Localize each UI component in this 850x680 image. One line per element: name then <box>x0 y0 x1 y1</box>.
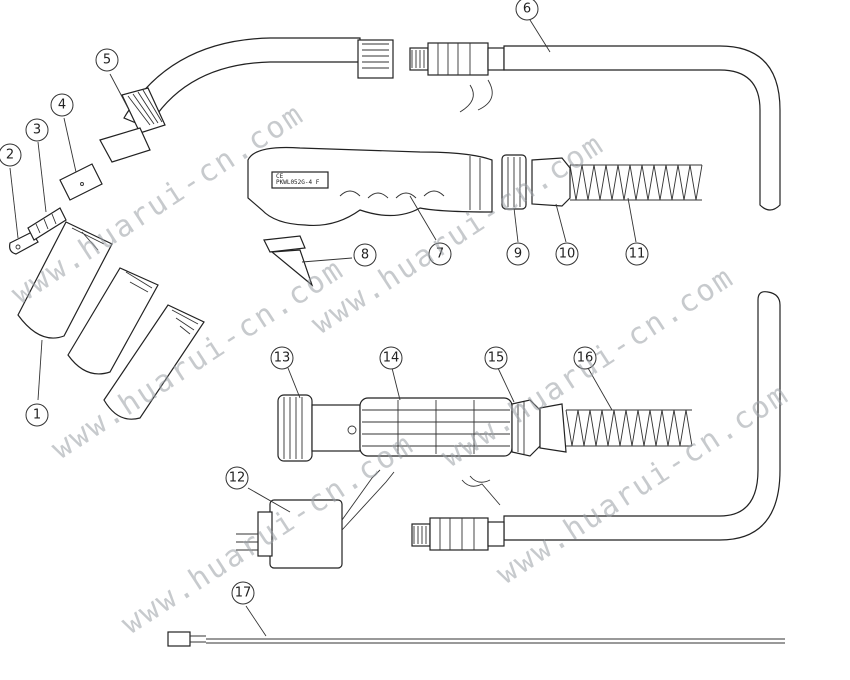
callout-label: 17 <box>235 586 252 601</box>
watermark-text: www.huarui-cn.com <box>115 427 420 642</box>
callout-label: 9 <box>514 247 522 262</box>
callout-label: 6 <box>523 2 531 17</box>
callout-3: 3 <box>25 118 49 142</box>
callout-label: 4 <box>58 98 66 113</box>
callout-label: 1 <box>33 408 41 423</box>
callout-label: 12 <box>229 471 246 486</box>
spring-part-11 <box>569 164 703 201</box>
nozzle-part-1 <box>17 221 205 420</box>
tip-holder-part-3 <box>27 207 67 241</box>
callout-label: 7 <box>436 247 444 262</box>
switch-part-12 <box>236 469 395 569</box>
callout-14: 14 <box>379 346 403 370</box>
callout-2: 2 <box>0 143 22 167</box>
callout-label: 16 <box>577 351 594 366</box>
callout-12: 12 <box>225 466 249 490</box>
callout-15: 15 <box>484 346 508 370</box>
callout-label: 13 <box>274 351 291 366</box>
callout-11: 11 <box>625 242 649 266</box>
ce-mark: CE <box>276 173 284 180</box>
rear-cable <box>411 291 781 551</box>
callout-8: 8 <box>353 243 377 267</box>
callout-10: 10 <box>555 242 579 266</box>
contact-tip-part-2 <box>9 231 39 255</box>
adapter-part-10 <box>531 157 571 207</box>
callout-label: 2 <box>6 148 14 163</box>
callout-label: 11 <box>629 247 646 262</box>
trigger-part-8 <box>263 235 314 287</box>
callout-7: 7 <box>428 242 452 266</box>
callout-1: 1 <box>25 403 49 427</box>
leader-lines <box>9 19 637 637</box>
handle-part-7: PKWL052G-4 F CE <box>247 146 493 227</box>
cable-assembly-part-6 <box>409 42 781 211</box>
callout-label: 3 <box>33 123 41 138</box>
callout-16: 16 <box>573 346 597 370</box>
callout-label: 14 <box>383 351 400 366</box>
insulator-part-4 <box>59 163 103 201</box>
callout-label: 8 <box>361 248 369 263</box>
ring-part-9 <box>501 154 527 210</box>
callout-4: 4 <box>50 93 74 117</box>
knob-part-13 <box>277 394 361 462</box>
handle-marking: PKWL052G-4 F <box>276 179 320 186</box>
spring-part-16 <box>539 403 693 453</box>
callout-17: 17 <box>231 581 255 605</box>
liner-part-17 <box>167 631 785 647</box>
callout-label: 5 <box>103 53 111 68</box>
callout-9: 9 <box>506 242 530 266</box>
callout-6: 6 <box>515 0 539 21</box>
callout-label: 10 <box>559 247 576 262</box>
callout-5: 5 <box>95 48 119 72</box>
callout-13: 13 <box>270 346 294 370</box>
gooseneck-part-5 <box>99 37 394 163</box>
callout-label: 15 <box>488 351 505 366</box>
